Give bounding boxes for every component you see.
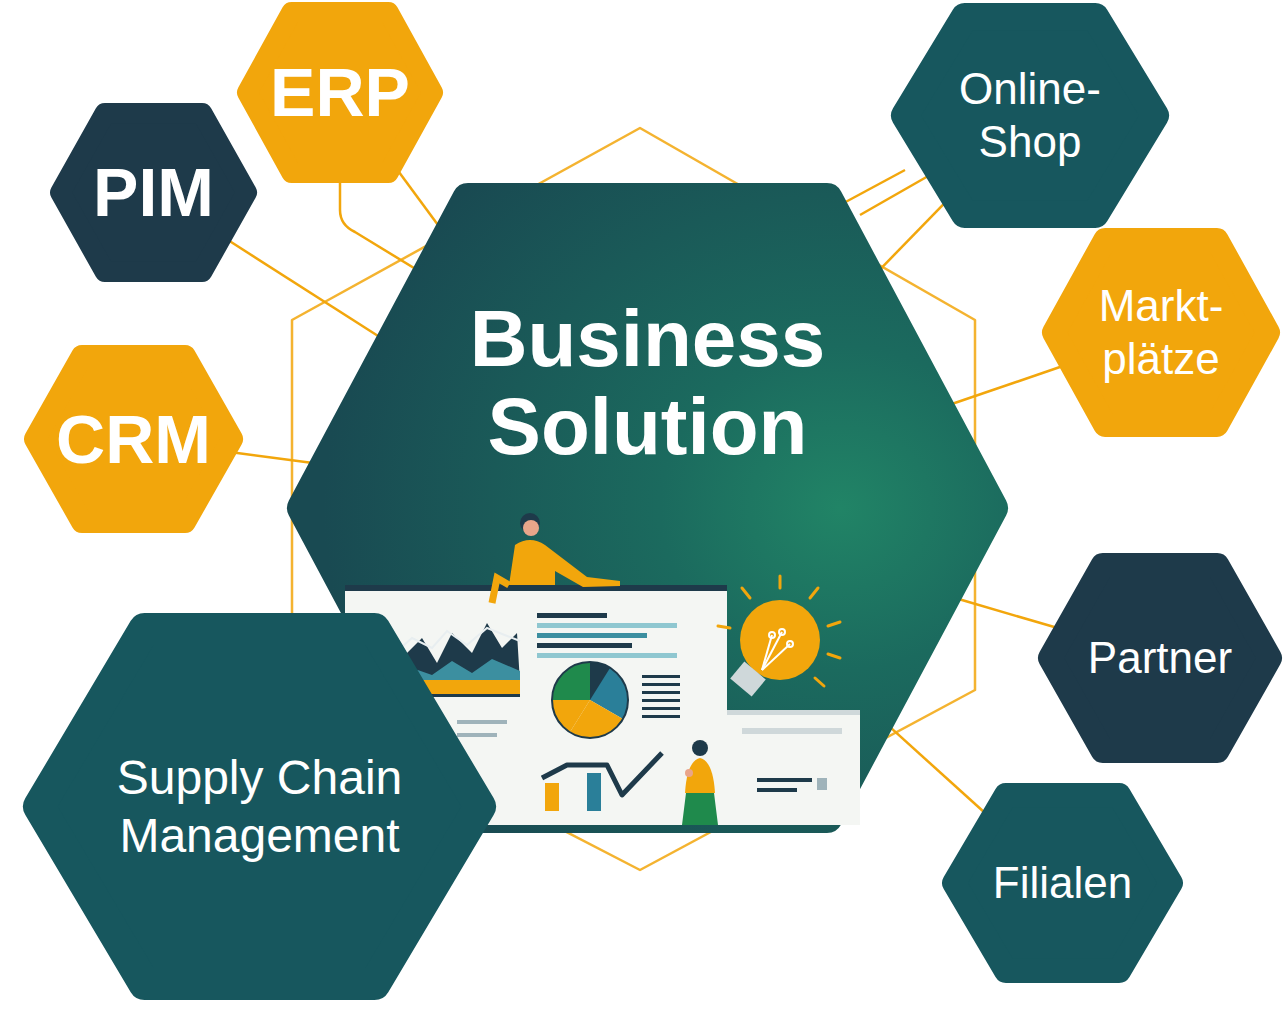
node-label: Business Solution bbox=[418, 295, 878, 471]
connector-line bbox=[881, 204, 944, 269]
node-label: Online- Shop bbox=[930, 63, 1130, 169]
partner-hexagon: Partner bbox=[1038, 553, 1282, 763]
node-label: ERP bbox=[270, 55, 410, 130]
hexagon-outline bbox=[1050, 565, 1270, 751]
hexagon-outline bbox=[60, 113, 246, 271]
hexagon-shape bbox=[23, 613, 496, 1000]
node-label: PIM bbox=[93, 155, 214, 230]
marketplaces-hexagon: Markt- plätze bbox=[1042, 228, 1280, 437]
crm-hexagon: CRM bbox=[24, 345, 243, 533]
connector-line bbox=[953, 367, 1061, 404]
node-label: Filialen bbox=[993, 857, 1132, 910]
online-shop-hexagon: Online- Shop bbox=[891, 3, 1169, 228]
branches-hexagon: Filialen bbox=[942, 783, 1183, 983]
connector-line bbox=[959, 599, 1055, 627]
hexagon-outline bbox=[247, 12, 432, 172]
hexagon-outline bbox=[1054, 240, 1268, 425]
hexagon-outline bbox=[35, 356, 232, 522]
node-label: Supply Chain Management bbox=[90, 749, 430, 864]
hexagon-outline bbox=[905, 17, 1155, 214]
pim-hexagon: PIM bbox=[50, 103, 257, 282]
connector-line bbox=[399, 173, 438, 225]
connector-line bbox=[230, 241, 379, 336]
hexagon-shape bbox=[1042, 228, 1280, 437]
node-label: Markt- plätze bbox=[1076, 280, 1246, 386]
erp-hexagon: ERP bbox=[237, 2, 443, 183]
hexagon-outline bbox=[39, 629, 480, 984]
hexagon-shape bbox=[891, 3, 1169, 228]
connector-line bbox=[891, 728, 984, 812]
node-label: CRM bbox=[56, 402, 211, 477]
connector-line bbox=[235, 453, 311, 463]
hexagon-outline bbox=[954, 795, 1171, 971]
node-label: Partner bbox=[1088, 632, 1232, 685]
supply-chain-hexagon: Supply Chain Management bbox=[23, 613, 496, 1000]
